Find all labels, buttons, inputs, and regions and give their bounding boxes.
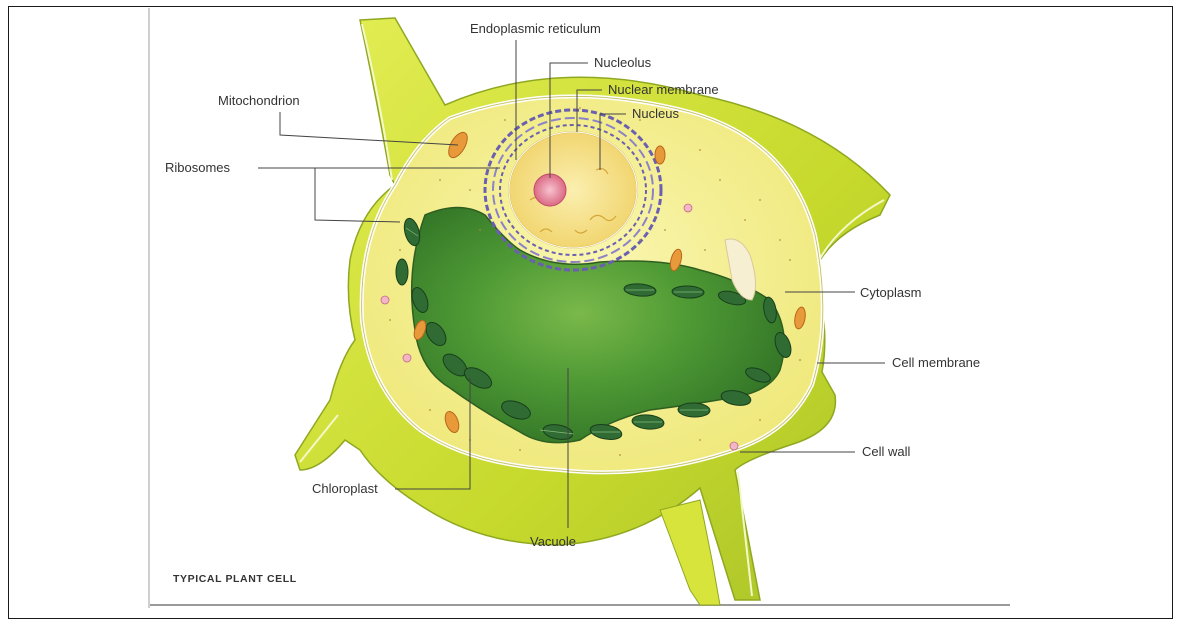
label-vacuole: Vacuole — [530, 534, 576, 549]
label-ribosomes: Ribosomes — [165, 160, 231, 175]
label-endoplasmic-reticulum: Endoplasmic reticulum — [470, 21, 601, 36]
nucleus — [509, 132, 637, 248]
label-nuclear-membrane: Nuclear membrane — [608, 82, 719, 97]
nucleolus — [534, 174, 566, 206]
label-mitochondrion: Mitochondrion — [218, 93, 300, 108]
scan-edge — [148, 8, 150, 608]
diagram-title: TYPICAL PLANT CELL — [173, 573, 297, 585]
scan-bottom-edge — [150, 604, 1010, 606]
label-cytoplasm: Cytoplasm — [860, 285, 921, 300]
label-nucleolus: Nucleolus — [594, 55, 652, 70]
label-cell-wall: Cell wall — [862, 444, 911, 459]
label-cell-membrane: Cell membrane — [892, 355, 980, 370]
label-nucleus: Nucleus — [632, 106, 679, 121]
label-chloroplast: Chloroplast — [312, 481, 378, 496]
